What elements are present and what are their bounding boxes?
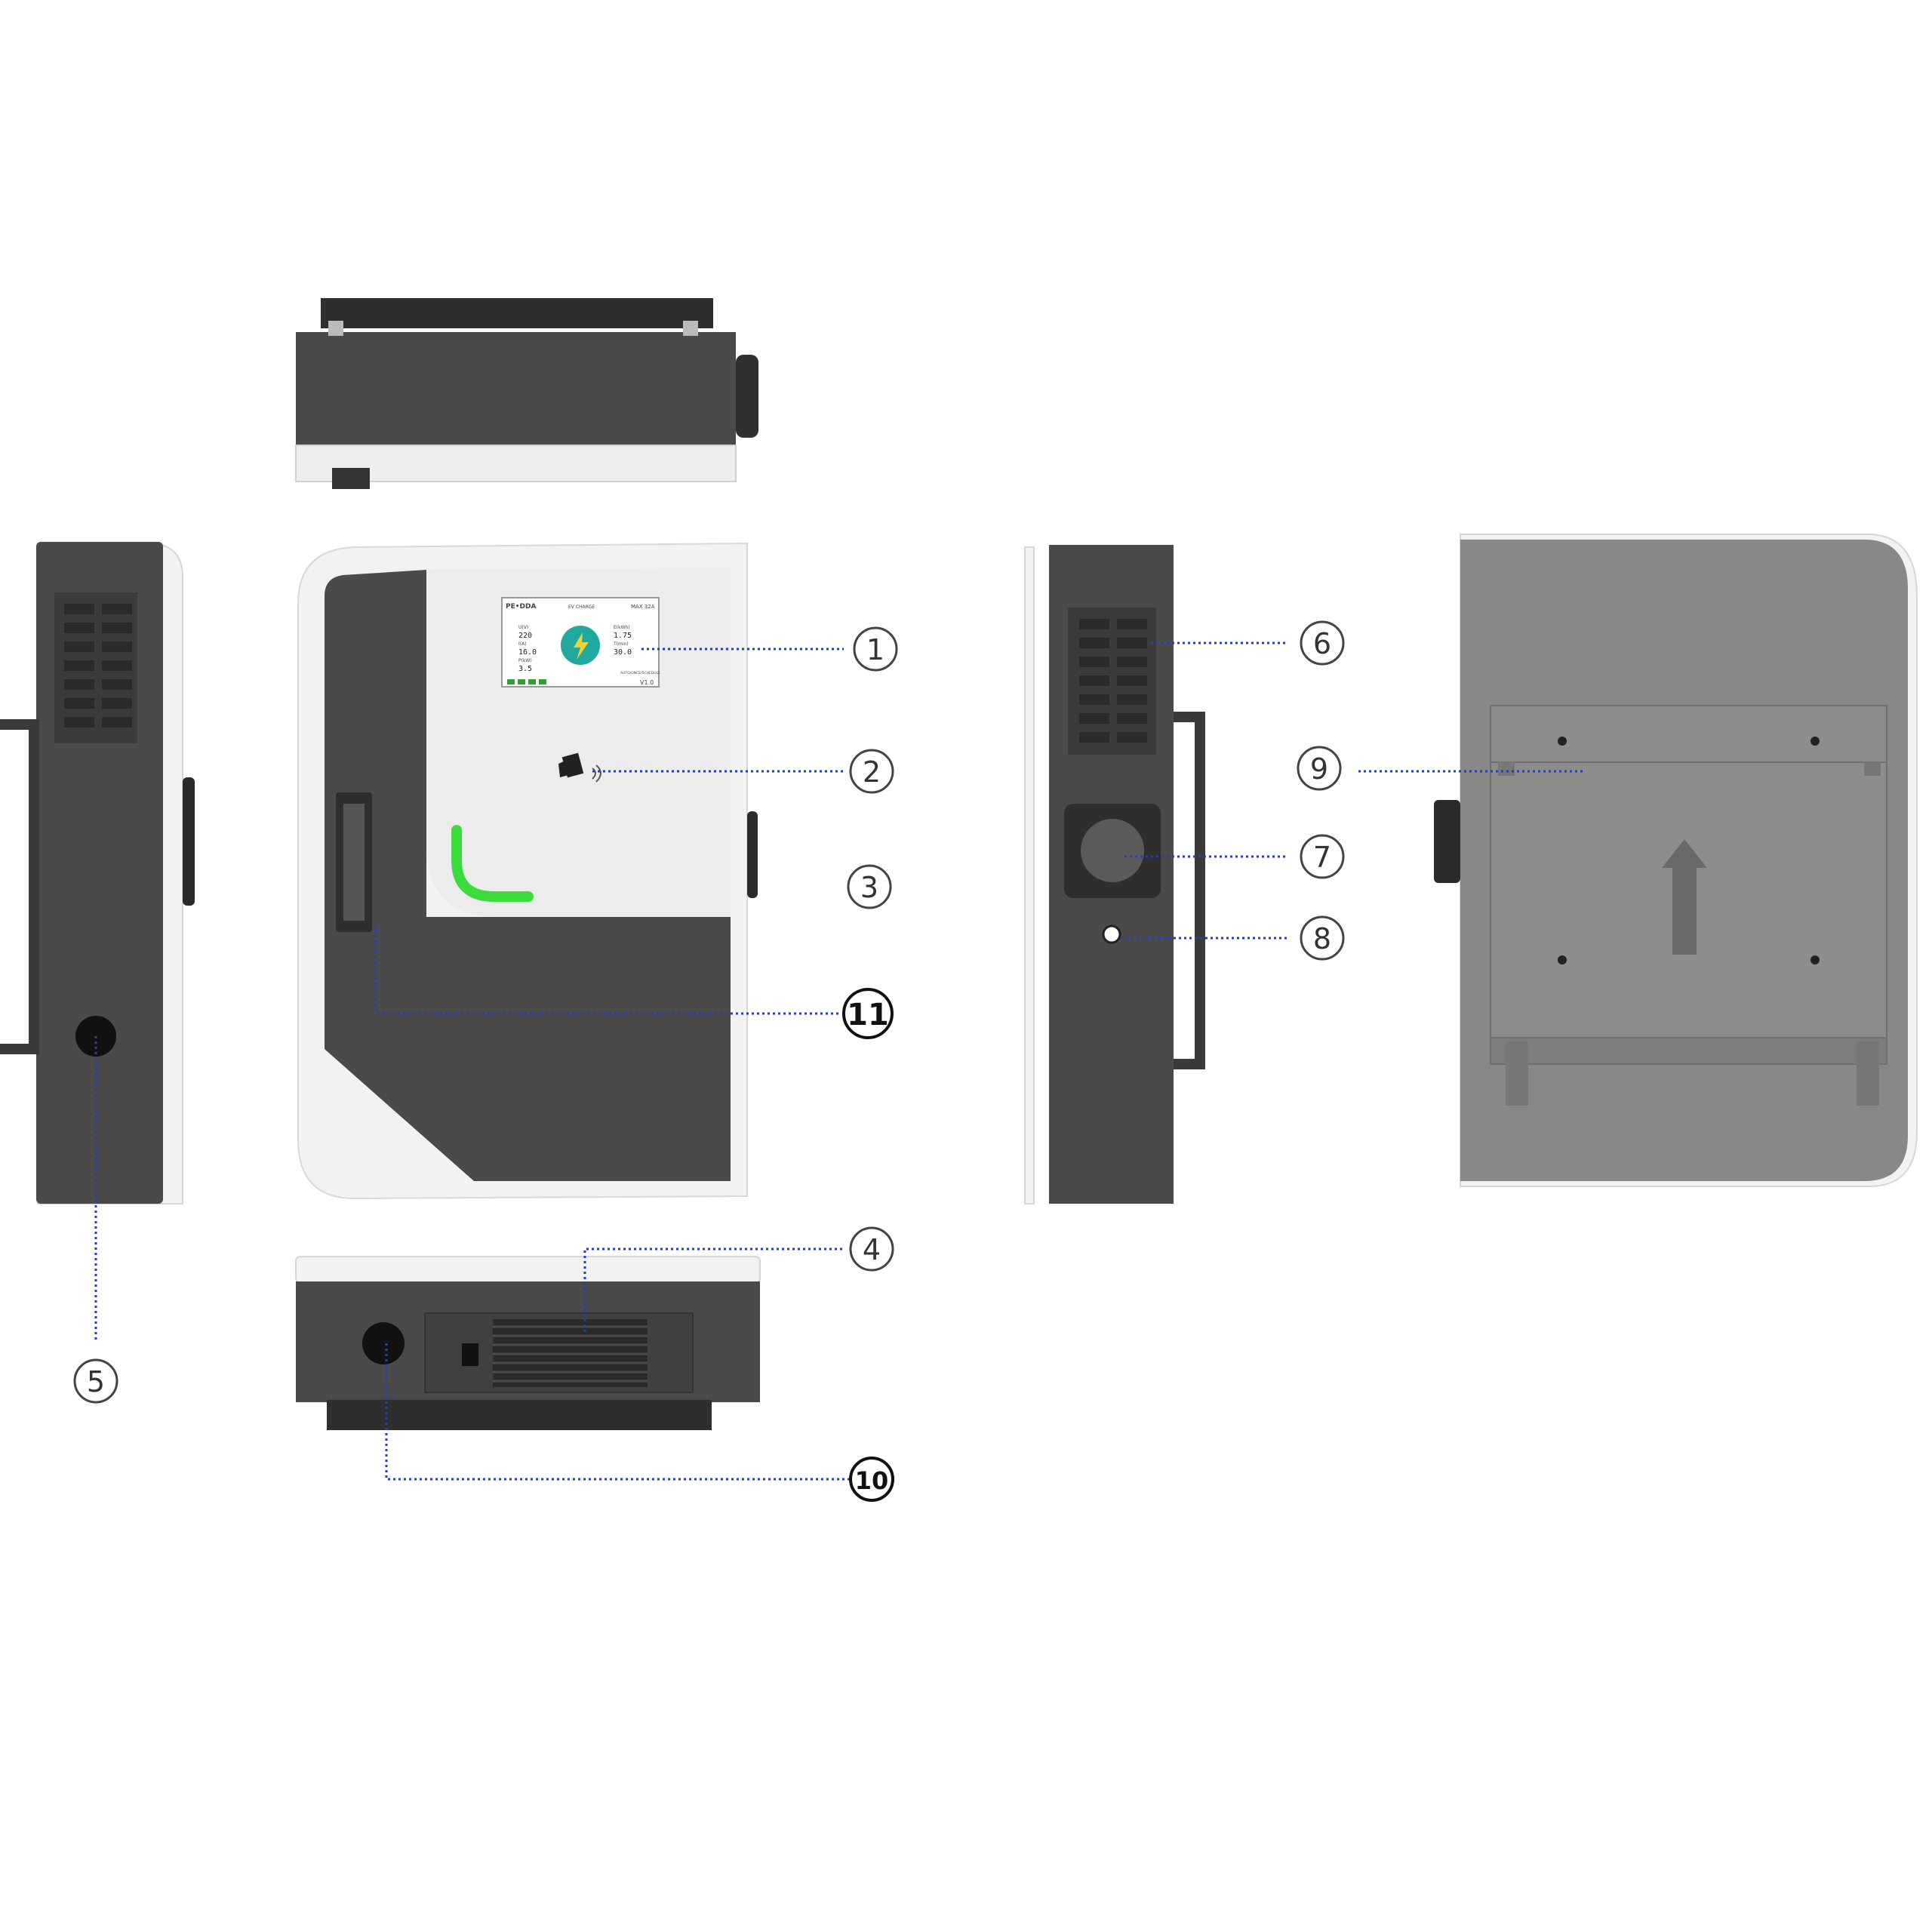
callout-7: 7	[1300, 834, 1345, 879]
screen-t-label: T(min)	[613, 641, 629, 647]
svg-text:1: 1	[866, 633, 884, 666]
svg-text:4: 4	[863, 1233, 881, 1266]
screen-brand: PE•DDA	[506, 603, 536, 611]
screen-e-label: E(kWh)	[614, 625, 630, 630]
callout-3: 3	[847, 864, 892, 909]
screen-max: MAX 32A	[631, 604, 655, 610]
svg-text:9: 9	[1310, 752, 1328, 786]
callout-6: 6	[1300, 620, 1345, 666]
screen-u-label: U(V)	[518, 625, 528, 630]
callout-8: 8	[1300, 915, 1345, 961]
bottom-round-port	[362, 1322, 405, 1364]
screen-t-value: 30.0	[614, 648, 632, 657]
screen-p-label: P(kW)	[518, 658, 532, 663]
svg-text:8: 8	[1313, 922, 1331, 955]
screen-u-value: 220	[518, 632, 532, 640]
bottom-view	[295, 1256, 761, 1430]
svg-text:2: 2	[863, 755, 881, 789]
leader-lines	[94, 641, 1585, 1481]
top-view	[295, 298, 758, 489]
screen-p-value: 3.5	[518, 665, 532, 673]
callout-10: 10	[849, 1457, 894, 1502]
callout-4: 4	[849, 1226, 894, 1272]
indicator-hole	[1102, 924, 1121, 944]
right-side-view	[1024, 545, 1205, 1204]
screen-status: EV CHARGE	[568, 605, 595, 610]
screen-note: AUTO/ONCE/SCHEDULE	[620, 671, 660, 675]
front-view: PE•DDA EV CHARGE MAX 32A U(V) 220 I(A) 1…	[297, 542, 758, 1200]
leader-4	[583, 1247, 845, 1332]
leader-11	[374, 924, 840, 1015]
lcd-screen: PE•DDA EV CHARGE MAX 32A U(V) 220 I(A) 1…	[501, 597, 660, 688]
svg-text:7: 7	[1313, 841, 1331, 874]
callout-9: 9	[1297, 746, 1342, 791]
callout-11: 11	[842, 988, 894, 1039]
back-view	[1434, 534, 1918, 1187]
screen-version: V1.0	[640, 679, 654, 686]
screen-e-value: 1.75	[614, 632, 632, 640]
screen-i-value: 16.0	[518, 648, 537, 657]
svg-text:11: 11	[847, 998, 889, 1032]
left-side-view	[0, 542, 195, 1204]
svg-text:10: 10	[855, 1466, 889, 1495]
callout-5: 5	[73, 1358, 118, 1404]
rfid-card-icon	[558, 752, 601, 783]
callout-1: 1	[853, 626, 898, 672]
callout-2: 2	[849, 749, 894, 794]
svg-text:3: 3	[860, 871, 878, 904]
svg-text:5: 5	[87, 1365, 105, 1398]
mounting-bracket	[1490, 705, 1887, 1106]
callout-labels: 1 2 3 11 4 10 5 6	[73, 620, 1345, 1502]
svg-text:6: 6	[1313, 627, 1331, 660]
screen-i-label: I(A)	[518, 641, 527, 647]
